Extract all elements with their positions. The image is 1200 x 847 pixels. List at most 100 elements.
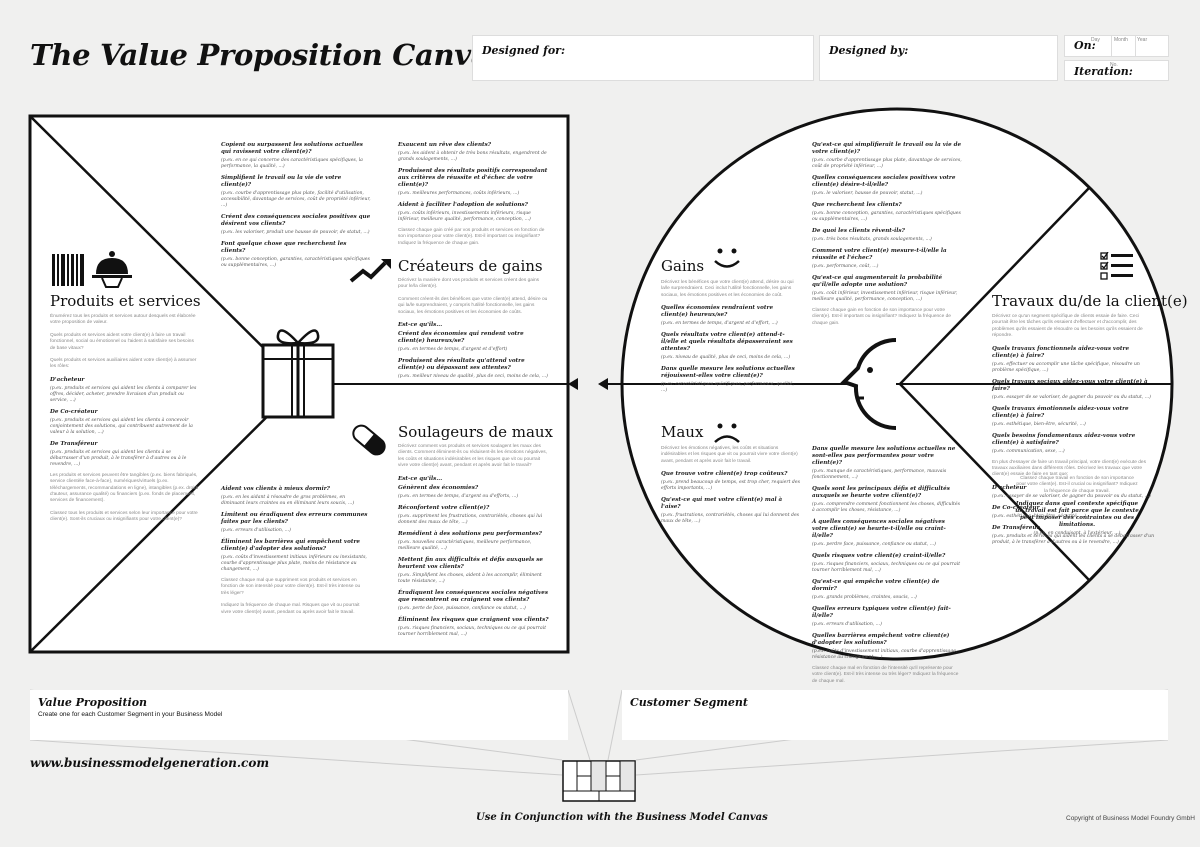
- pain-reliever-guide: (p.ex. en les aidant à résoudre de gros …: [221, 495, 355, 506]
- products-services-text: Énumérez tous les produits et services a…: [50, 314, 200, 530]
- gain-guide: (p.ex. courbe d'apprentissage plus plate…: [812, 158, 962, 169]
- iteration-field[interactable]: Iteration: No.: [1064, 60, 1169, 81]
- gain-creator-question: Simplifient le travail ou la vie de votr…: [221, 175, 342, 188]
- customer-jobs-context: Classez chaque travail en fonction de so…: [1015, 476, 1139, 542]
- pain-guide: (p.ex. erreurs d'utilisation, ...): [812, 622, 882, 627]
- customer-segment-title: Customer Segment: [630, 696, 748, 709]
- jobs-role-guide: (p.ex. essayer de se valoriser, de gagne…: [992, 493, 1151, 499]
- designed-by-field[interactable]: Designed by:: [819, 35, 1058, 81]
- gift-icon: [261, 329, 335, 419]
- gain-note: Classez chaque gain en fonction de son i…: [812, 308, 951, 326]
- gain-guide: (p.ex. caractéristiques spécifiques, per…: [661, 382, 794, 394]
- pain-reliever-guide: (p.ex. suppriment les frustrations, cont…: [398, 513, 543, 525]
- page-title: The Value Proposition Canvas: [30, 38, 506, 72]
- gain-creator-question: Produisent des résultats positifs corres…: [398, 168, 548, 188]
- jobs-question: Quels travaux sociaux aidez-vous votre c…: [992, 378, 1148, 392]
- pain-question: Qu'est-ce qui met votre client(e) mal à …: [661, 497, 783, 511]
- pain-reliever-question: Éliminent les risques que craignent vos …: [398, 616, 549, 623]
- jobs-role: D'acheteur: [992, 484, 1027, 491]
- gain-creators-title: Créateurs de gains: [398, 257, 543, 275]
- pains-right-block: Dans quelle mesure les solutions actuell…: [812, 446, 962, 691]
- gain-question: Comment votre client(e) mesure-t-il/elle…: [812, 248, 947, 261]
- pain-reliever-question: Mettent fin aux difficultés et défis aux…: [398, 556, 543, 570]
- copyright: Copyright of Business Model Foundry GmbH: [1066, 815, 1195, 822]
- conjunction-note: Use in Conjunction with the Business Mod…: [476, 812, 768, 823]
- designed-by-label: Designed by:: [829, 44, 909, 57]
- date-field[interactable]: On: Day Month Year: [1064, 35, 1169, 57]
- pain-reliever-intro: Décrivez comment vos produits et service…: [398, 444, 548, 469]
- gain-guide: (p.ex. niveau de qualité, plus de ceci, …: [661, 355, 791, 361]
- pain-reliever-question: Éradiquent les conséquences sociales nég…: [398, 589, 549, 603]
- gain-creator-guide: (p.ex. coûts inférieurs, investissements…: [398, 211, 531, 222]
- jobs-role: De Co-créateur: [992, 504, 1040, 511]
- jobs-question: Quels travaux fonctionnels aidez-vous vo…: [992, 345, 1129, 359]
- pain-question: Que trouve votre client(e) trop coûteux?: [661, 471, 788, 478]
- value-proposition-title: Value Proposition: [38, 696, 148, 709]
- products-outro: Classez tous les produits et services se…: [50, 510, 198, 523]
- jobs-note: Classez chaque travail en fonction de so…: [1016, 476, 1138, 494]
- pain-reliever-question: Aident vos clients à mieux dormir?: [221, 486, 330, 492]
- month-label: Month: [1114, 37, 1128, 43]
- gain-guide: (p.ex. coût inférieur, investissement in…: [812, 291, 958, 302]
- jobs-guide: (p.ex. effectuer ou accomplir une tâche …: [992, 361, 1140, 373]
- pain-reliever-note: Classez chaque mal que suppriment vos pr…: [221, 578, 361, 596]
- iteration-label: Iteration:: [1074, 65, 1133, 78]
- pain-intro: Décrivez les émotions négatives, les coû…: [661, 446, 798, 464]
- gains-top-questions: Qu'est-ce qui simplifierait le travail o…: [812, 142, 962, 333]
- customer-jobs-title: Travaux du/de la client(e): [992, 292, 1188, 310]
- pain-reliever-guide: (p.ex. coûts d'investissement initiaux i…: [221, 555, 367, 572]
- pain-guide: (p.ex. perdre face, puissance, confiance…: [812, 542, 936, 547]
- pains-left-block: Décrivez les émotions négatives, les coû…: [661, 446, 801, 530]
- pain-relievers-right-block: Décrivez comment vos produits et service…: [398, 444, 550, 643]
- smile-icon: [714, 248, 740, 268]
- pain-reliever-guide: (p.ex. Simplifient les choses, aident à …: [398, 572, 542, 584]
- gain-creator-guide: (p.ex. courbe d'apprentissage plus plate…: [221, 191, 371, 208]
- value-proposition-field[interactable]: Value Proposition Create one for each Cu…: [30, 690, 568, 740]
- pain-guide: (p.ex. comprendre comment fonctionnent l…: [812, 502, 960, 513]
- gain-creator-guide: (p.ex. les aident à obtenir de très bons…: [398, 151, 547, 162]
- pain-guide: (p.ex. frustrations, contrariétés, chose…: [661, 513, 800, 525]
- gain-creator-question: Copient ou surpassent les solutions actu…: [221, 142, 363, 155]
- cloche-icon: [92, 251, 132, 288]
- gain-creator-question: Créent des économies qui rendent votre c…: [398, 331, 524, 345]
- jobs-note: En plus d'essayer de faire un travail pr…: [992, 459, 1146, 478]
- gain-question: Qu'est-ce qui augmenterait la probabilit…: [812, 275, 942, 288]
- pain-guide: (p.ex. risques financiers, sociaux, tech…: [812, 562, 961, 573]
- gain-creators-mid-block: Décrivez la manière dont vos produits et…: [398, 278, 548, 385]
- gain-creator-question: Produisent des résultats qu'attend votre…: [398, 358, 525, 372]
- gain-question: Quelles économies rendraient votre clien…: [661, 305, 774, 319]
- gain-creator-guide: (p.ex. meilleur niveau de qualité, plus …: [398, 374, 548, 380]
- gain-creator-question: Font quelque chose que recherchent les c…: [221, 241, 347, 254]
- products-services-title: Produits et services: [50, 292, 201, 310]
- gain-creator-question: Aident à faciliter l'adoption de solutio…: [398, 202, 528, 208]
- products-line: Quels produits et services aident votre …: [50, 332, 194, 351]
- gain-question: Quels résultats votre client(e) attend-t…: [661, 332, 793, 353]
- customer-segment-field[interactable]: Customer Segment: [622, 690, 1168, 740]
- pain-question: Quelles barrières empêchent votre client…: [812, 633, 950, 646]
- gain-creator-question: Est-ce qu'ils...: [398, 322, 443, 329]
- products-role: D'acheteur: [50, 376, 85, 383]
- gain-creator-note: Classez chaque gain créé par vos produit…: [398, 228, 545, 246]
- jobs-context-question: Indiquez dans quel contexte spécifique u…: [1015, 501, 1139, 529]
- gain-guide: (p.ex. en termes de temps, d'argent et d…: [661, 321, 778, 327]
- pain-question: Quelles erreurs typiques votre client(e)…: [812, 606, 951, 619]
- gain-question: Que recherchent les clients?: [812, 202, 902, 208]
- jobs-question: Quels besoins fondamentaux aidez-vous vo…: [992, 432, 1136, 446]
- gain-creator-question: Exaucent un rêve des clients?: [398, 142, 492, 148]
- pain-question: Quels sont les principaux défis et diffi…: [812, 486, 950, 499]
- jobs-question: Quels travaux émotionnels aidez-vous vot…: [992, 405, 1129, 419]
- checklist-icon: [1100, 252, 1133, 280]
- value-proposition-subtitle: Create one for each Customer Segment in …: [38, 711, 223, 718]
- designed-for-field[interactable]: Designed for:: [472, 35, 814, 81]
- products-role-guide: (p.ex. produits et services qui aident l…: [50, 449, 187, 467]
- gain-creator-guide: (p.ex. bonne conception, garanties, cara…: [221, 257, 370, 268]
- website-link[interactable]: www.businessmodelgeneration.com: [30, 756, 270, 770]
- pain-relievers-left-block: Aident vos clients à mieux dormir? (p.ex…: [221, 486, 369, 622]
- pains-title: Maux: [661, 423, 704, 441]
- gain-creator-guide: (p.ex. en termes de temps, d'argent et d…: [398, 347, 508, 353]
- gain-creator-guide: (p.ex. meilleures performances, coûts in…: [398, 191, 520, 196]
- products-line: Quels produits et services auxiliaires a…: [50, 358, 197, 370]
- products-role: De Co-créateur: [50, 408, 98, 415]
- pain-reliever-question: Est-ce qu'ils...: [398, 475, 443, 482]
